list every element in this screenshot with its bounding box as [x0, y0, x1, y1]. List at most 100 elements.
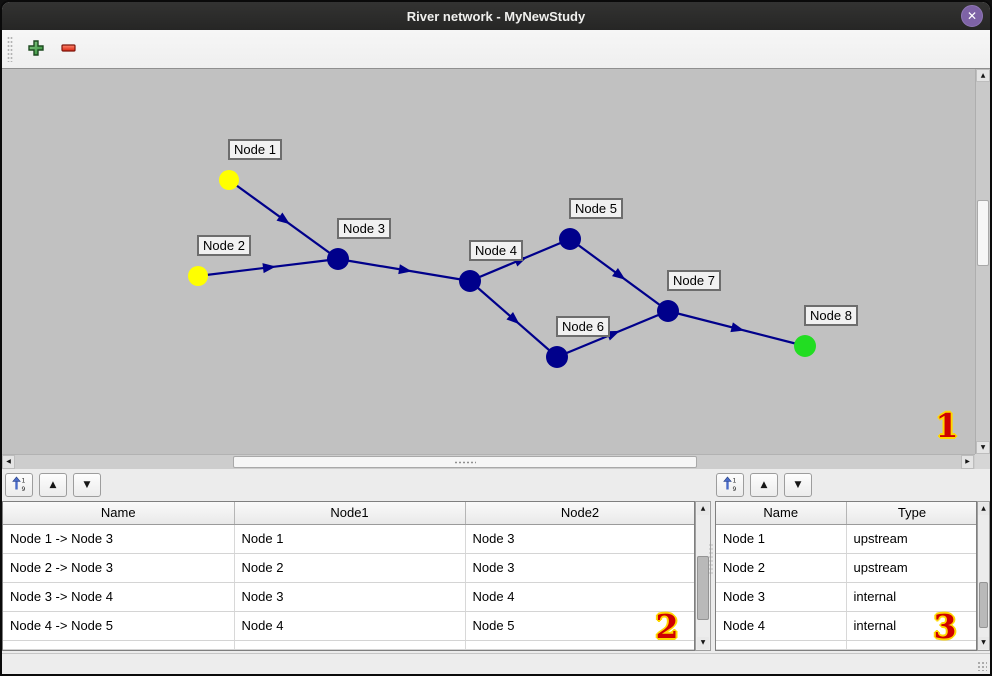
column-header-name: Name — [3, 502, 235, 525]
links-table-scrollbar[interactable]: ▲ ▼ — [695, 501, 711, 651]
node-label[interactable]: Node 6 — [556, 316, 610, 337]
river-network-canvas[interactable]: Node 1 Node 2 Node 3 Node 4 Node 5 Node … — [2, 69, 975, 454]
scroll-up-button[interactable]: ▲ — [976, 69, 990, 82]
table-row: Node 1 -> Node 3 Node 1 Node 3 — [3, 524, 694, 554]
annotation-mark-2: 2 — [655, 607, 679, 646]
links-toolbar: 1 9 ▲ ▼ — [5, 473, 101, 497]
cell-name[interactable]: Node 3 -> Node 4 — [3, 582, 235, 612]
move-down-button[interactable]: ▼ — [784, 473, 812, 497]
close-button[interactable]: ✕ — [961, 5, 983, 27]
vertical-scroll-thumb[interactable] — [697, 556, 709, 620]
move-up-button[interactable]: ▲ — [750, 473, 778, 497]
node-label[interactable]: Node 8 — [804, 305, 858, 326]
table-row: Node 3 -> Node 4 Node 3 Node 4 — [3, 582, 694, 612]
cell-node2[interactable]: Node 3 — [465, 553, 694, 583]
sort-button[interactable]: 1 9 — [716, 473, 744, 497]
remove-button[interactable] — [56, 36, 82, 62]
scroll-down-button[interactable]: ▼ — [976, 441, 990, 454]
graph-node[interactable] — [559, 228, 581, 250]
node-label[interactable]: Node 4 — [469, 240, 523, 261]
cell-node1[interactable]: Node 1 — [234, 524, 466, 554]
canvas-horizontal-scrollbar[interactable]: ◀ ▶ — [2, 454, 975, 469]
cell-node1[interactable]: Node 2 — [234, 553, 466, 583]
move-up-button[interactable]: ▲ — [39, 473, 67, 497]
svg-text:9: 9 — [22, 486, 26, 492]
scroll-up-button[interactable]: ▲ — [697, 503, 709, 515]
cell-node1[interactable]: Node 3 — [234, 582, 466, 612]
cell-type[interactable]: upstream — [846, 553, 976, 583]
graph-node[interactable] — [327, 248, 349, 270]
sort-button[interactable]: 1 9 — [5, 473, 33, 497]
cell-type[interactable]: internal — [846, 611, 976, 641]
cell-name[interactable]: Node 4 — [716, 611, 847, 641]
scroll-left-button[interactable]: ◀ — [2, 455, 15, 469]
graph-node[interactable] — [546, 346, 568, 368]
cell-type[interactable]: internal — [846, 582, 976, 612]
graph-node[interactable] — [459, 270, 481, 292]
move-up-icon: ▲ — [760, 479, 768, 490]
toolbar-drag-handle[interactable] — [7, 36, 13, 62]
vertical-scroll-thumb[interactable] — [977, 200, 989, 266]
panel-splitter-handle[interactable] — [709, 543, 715, 575]
cell-name[interactable]: Node 3 — [716, 582, 847, 612]
cell-name[interactable]: Node 4 -> Node 5 — [3, 611, 235, 641]
graph-node[interactable] — [794, 335, 816, 357]
column-header-node2: Node2 — [465, 502, 694, 525]
cell-name[interactable]: Node 1 -> Node 3 — [3, 524, 235, 554]
cell-name[interactable]: Node 2 — [716, 553, 847, 583]
scroll-right-button[interactable]: ▶ — [961, 455, 974, 469]
scroll-down-icon: ▼ — [700, 639, 706, 646]
add-button[interactable] — [23, 36, 49, 62]
node-label[interactable]: Node 3 — [337, 218, 391, 239]
vertical-scroll-thumb[interactable] — [979, 582, 988, 628]
cell-type[interactable]: upstream — [846, 524, 976, 554]
node-label[interactable]: Node 5 — [569, 198, 623, 219]
edge-arrow-icon — [398, 264, 412, 275]
horizontal-scroll-thumb[interactable] — [233, 456, 697, 468]
column-header-name: Name — [716, 502, 847, 525]
scroll-left-icon: ◀ — [6, 458, 11, 465]
status-bar — [2, 653, 990, 674]
node-label[interactable]: Node 7 — [667, 270, 721, 291]
annotation-mark-3: 3 — [933, 607, 957, 646]
table-row: Node 4 -> Node 5 Node 4 Node 5 — [3, 611, 694, 641]
svg-text:9: 9 — [733, 486, 737, 492]
edge-arrow-icon — [730, 322, 745, 333]
scroll-down-button[interactable]: ▼ — [978, 637, 989, 649]
table-row: Node 3 internal — [716, 582, 976, 612]
cell-node1[interactable]: Node 4 — [234, 611, 466, 641]
move-up-icon: ▲ — [49, 479, 57, 490]
cell-name[interactable]: Node 2 -> Node 3 — [3, 553, 235, 583]
cell-node2[interactable]: Node 4 — [465, 582, 694, 612]
scroll-up-icon: ▲ — [980, 71, 986, 79]
column-header-type: Type — [846, 502, 976, 525]
node-label[interactable]: Node 1 — [228, 139, 282, 160]
nodes-table: Name Type Node 1 upstream Node 2 upstrea… — [715, 501, 977, 651]
node-label[interactable]: Node 2 — [197, 235, 251, 256]
main-toolbar — [2, 30, 990, 69]
scroll-up-button[interactable]: ▲ — [978, 503, 989, 515]
move-down-icon: ▼ — [794, 479, 802, 490]
scroll-down-icon: ▼ — [981, 639, 986, 646]
scrollbar-corner — [975, 454, 990, 469]
graph-node[interactable] — [188, 266, 208, 286]
sort-ascending-icon: 1 9 — [11, 476, 27, 495]
sort-ascending-icon: 1 9 — [722, 476, 738, 495]
nodes-table-scrollbar[interactable]: ▲ ▼ — [977, 501, 990, 651]
annotation-mark-1: 1 — [935, 406, 959, 445]
canvas-vertical-scrollbar[interactable]: ▲ ▼ — [975, 69, 990, 454]
table-row-stub — [3, 640, 694, 650]
cell-node2[interactable]: Node 5 — [465, 611, 694, 641]
title-bar[interactable]: River network - MyNewStudy ✕ — [2, 2, 990, 30]
scroll-down-icon: ▼ — [980, 443, 986, 451]
cell-node2[interactable]: Node 3 — [465, 524, 694, 554]
scroll-up-icon: ▲ — [981, 505, 986, 512]
move-down-button[interactable]: ▼ — [73, 473, 101, 497]
network-svg[interactable] — [2, 69, 975, 454]
scroll-down-button[interactable]: ▼ — [697, 637, 709, 649]
window-title: River network - MyNewStudy — [406, 8, 586, 24]
graph-node[interactable] — [657, 300, 679, 322]
window-resize-grip[interactable] — [977, 661, 987, 671]
cell-name[interactable]: Node 1 — [716, 524, 847, 554]
graph-node[interactable] — [219, 170, 239, 190]
